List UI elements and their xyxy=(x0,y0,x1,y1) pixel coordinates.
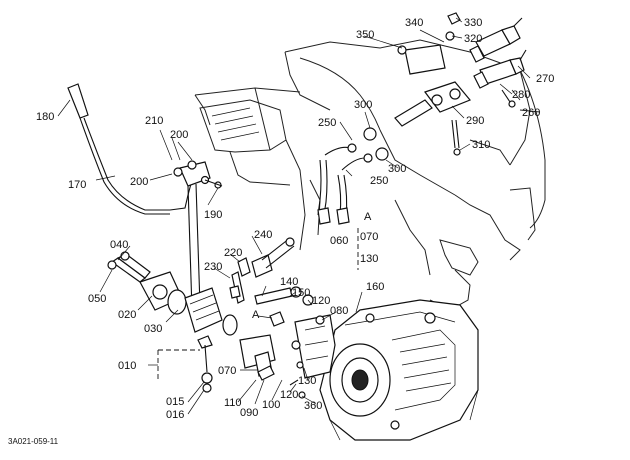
lower-lever-bracket xyxy=(239,314,336,399)
label-170: 170 xyxy=(68,179,86,191)
label-120-upper: 120 xyxy=(312,295,330,307)
label-190: 190 xyxy=(204,209,222,221)
label-030: 030 xyxy=(144,323,162,335)
label-090: 090 xyxy=(240,407,258,419)
label-280: 280 xyxy=(512,89,530,101)
throttle-lever xyxy=(67,83,193,215)
label-016: 016 xyxy=(166,409,184,421)
label-340: 340 xyxy=(405,17,423,29)
label-230: 230 xyxy=(204,261,222,273)
group-label-060: 060 xyxy=(330,235,348,247)
label-070: 070 xyxy=(218,365,236,377)
label-300-upper: 300 xyxy=(354,99,372,111)
label-150: 150 xyxy=(292,287,310,299)
label-110: 110 xyxy=(224,397,242,409)
label-120-lower: 120 xyxy=(280,389,298,401)
label-350: 350 xyxy=(356,29,374,41)
label-010: 010 xyxy=(118,360,136,372)
transmission-housing xyxy=(319,299,479,441)
label-180: 180 xyxy=(36,111,54,123)
label-220: 220 xyxy=(224,247,242,259)
group-label-070: 070 xyxy=(360,231,378,243)
label-360: 360 xyxy=(304,400,322,412)
label-250-lower: 250 xyxy=(370,175,388,187)
drawing-code: 3A021-059-11 xyxy=(8,437,59,446)
label-200-lower: 200 xyxy=(130,176,148,188)
label-290: 290 xyxy=(466,115,484,127)
group-label-a: A xyxy=(364,211,372,223)
label-015: 015 xyxy=(166,396,184,408)
injection-pump xyxy=(394,12,527,156)
label-260: 260 xyxy=(522,107,540,119)
label-240: 240 xyxy=(254,229,272,241)
lever-bracket xyxy=(173,160,223,311)
callout-a: A xyxy=(252,309,260,321)
part-number-labels: 180 170 210 200 200 190 350 340 330 320 … xyxy=(8,17,554,446)
valve-base-assembly xyxy=(107,251,238,393)
label-130: 130 xyxy=(298,375,316,387)
label-320: 320 xyxy=(464,33,482,45)
engine-body-outline xyxy=(194,39,546,311)
label-300-lower: 300 xyxy=(388,163,406,175)
label-100: 100 xyxy=(262,399,280,411)
fuel-pipes xyxy=(229,127,389,327)
label-200-upper: 200 xyxy=(170,129,188,141)
label-140: 140 xyxy=(280,276,298,288)
label-310: 310 xyxy=(472,139,490,151)
label-160: 160 xyxy=(366,281,384,293)
label-080: 080 xyxy=(330,305,348,317)
label-330: 330 xyxy=(464,17,482,29)
label-020: 020 xyxy=(118,309,136,321)
group-label-130: 130 xyxy=(360,253,378,265)
label-040: 040 xyxy=(110,239,128,251)
label-050: 050 xyxy=(88,293,106,305)
leader-lines xyxy=(57,17,531,415)
label-270: 270 xyxy=(536,73,554,85)
label-210: 210 xyxy=(145,115,163,127)
label-250-upper: 250 xyxy=(318,117,336,129)
